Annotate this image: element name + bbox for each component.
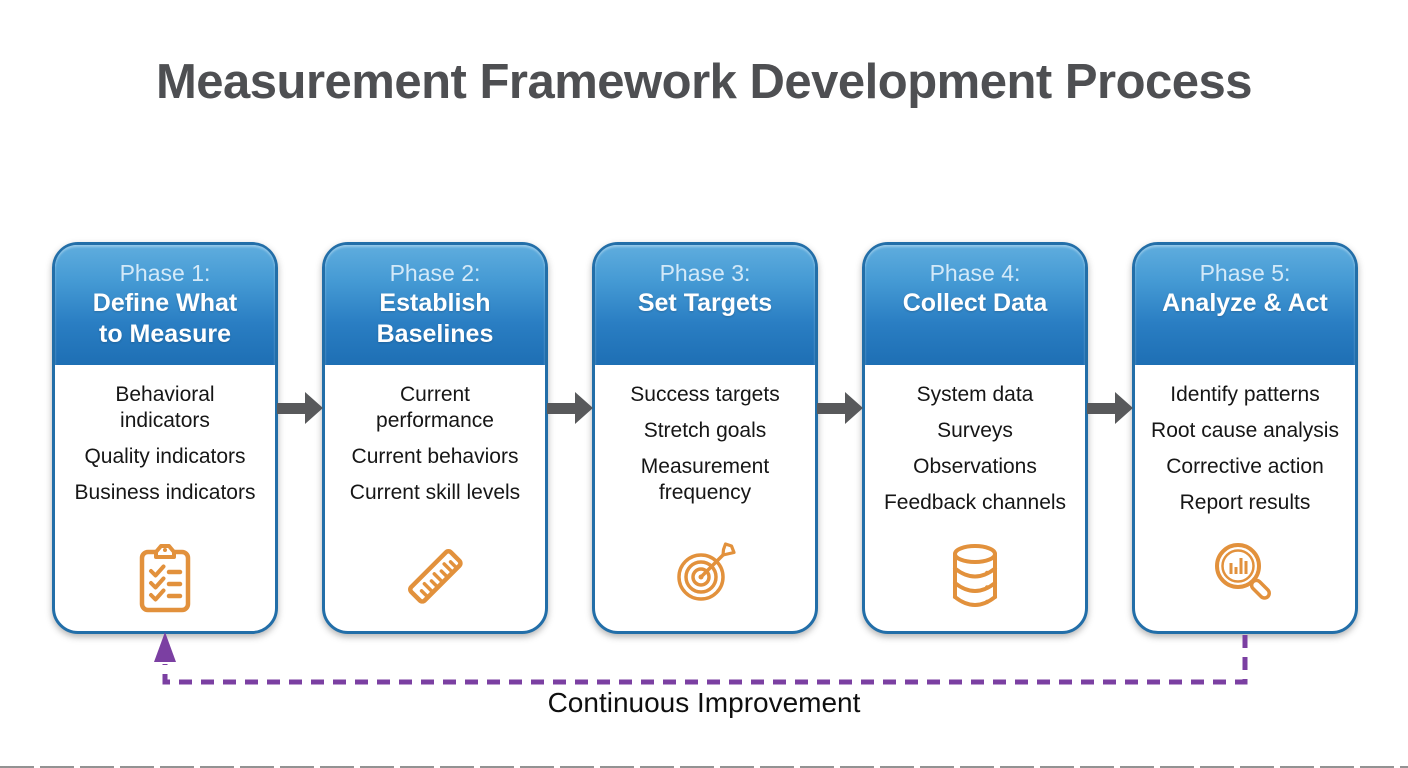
arrow-head <box>305 392 323 424</box>
phase-name: to Measure <box>99 320 231 348</box>
phase-label: Phase 4: <box>929 260 1021 286</box>
flow-arrow-icon <box>817 392 863 424</box>
arrow-head <box>575 392 593 424</box>
magnifier-chart-icon <box>1135 535 1355 620</box>
phase-3-card: Phase 3: Set Targets Success targets Str… <box>592 242 818 634</box>
arrow-shaft <box>547 402 575 414</box>
page-title: Measurement Framework Development Proces… <box>155 55 1253 109</box>
phase-label: Phase 3: <box>659 260 751 286</box>
clipboard-checklist-icon <box>55 541 275 620</box>
phase-2-header: Phase 2: Establish Baselines <box>325 245 545 365</box>
phase-item: Report results <box>1179 491 1311 514</box>
phase-label: Phase 1: <box>119 260 211 286</box>
phase-name: Baselines <box>376 320 494 348</box>
phase-4-body: System data Surveys Observations Feedbac… <box>865 365 1085 634</box>
phase-name: Collect Data <box>902 289 1048 317</box>
phase-item: System data <box>916 383 1034 406</box>
flow-arrow-icon <box>1087 392 1133 424</box>
phase-5-card: Phase 5: Analyze & Act Identify patterns… <box>1132 242 1358 634</box>
bottom-edge-line <box>0 766 1408 768</box>
phase-label: Phase 5: <box>1199 260 1291 286</box>
phase-4-card: Phase 4: Collect Data System data Survey… <box>862 242 1088 634</box>
phase-item: Behavioral indicators <box>115 383 215 432</box>
phase-name: Define What <box>92 289 238 317</box>
arrow-head <box>1115 392 1133 424</box>
phase-item: Surveys <box>937 419 1013 442</box>
phase-3-body: Success targets Stretch goals Measuremen… <box>595 365 815 634</box>
arrow-shaft <box>277 402 305 414</box>
phase-item: Success targets <box>630 383 780 406</box>
phase-item: Business indicators <box>74 481 256 504</box>
phase-item: Root cause analysis <box>1151 419 1339 442</box>
phase-1-card: Phase 1: Define What to Measure Behavior… <box>52 242 278 634</box>
phase-item: Feedback channels <box>883 491 1067 514</box>
phase-1-body: Behavioral indicators Quality indicators… <box>55 365 275 634</box>
phase-name: Establish <box>379 289 491 317</box>
phase-item: Identify patterns <box>1170 383 1320 406</box>
arrow-head <box>845 392 863 424</box>
phase-3-header: Phase 3: Set Targets <box>595 245 815 365</box>
phase-name: Analyze & Act <box>1162 289 1328 317</box>
phase-4-header: Phase 4: Collect Data <box>865 245 1085 365</box>
arrow-shaft <box>817 402 845 414</box>
phase-item: Observations <box>913 455 1037 478</box>
arrow-shaft <box>1087 402 1115 414</box>
phase-name: Set Targets <box>637 289 773 317</box>
phase-item: Current performance <box>376 383 494 432</box>
phase-5-body: Identify patterns Root cause analysis Co… <box>1135 365 1355 634</box>
phase-item: Measurement frequency <box>640 455 770 504</box>
phase-1-header: Phase 1: Define What to Measure <box>55 245 275 365</box>
flow-arrow-icon <box>277 392 323 424</box>
phase-5-header: Phase 5: Analyze & Act <box>1135 245 1355 365</box>
feedback-loop-label: Continuous Improvement <box>547 687 861 718</box>
phase-item: Stretch goals <box>643 419 767 442</box>
phase-2-body: Current performance Current behaviors Cu… <box>325 365 545 634</box>
phase-item: Quality indicators <box>84 445 246 468</box>
database-icon <box>865 541 1085 620</box>
target-arrow-icon <box>595 535 815 620</box>
phase-label: Phase 2: <box>389 260 481 286</box>
phase-item: Current behaviors <box>351 445 519 468</box>
flow-arrow-icon <box>547 392 593 424</box>
phase-item: Current skill levels <box>349 481 521 504</box>
ruler-icon <box>325 537 545 620</box>
phase-2-card: Phase 2: Establish Baselines Current per… <box>322 242 548 634</box>
feedback-loop-arrow <box>154 632 1248 685</box>
phase-item: Corrective action <box>1166 455 1324 478</box>
